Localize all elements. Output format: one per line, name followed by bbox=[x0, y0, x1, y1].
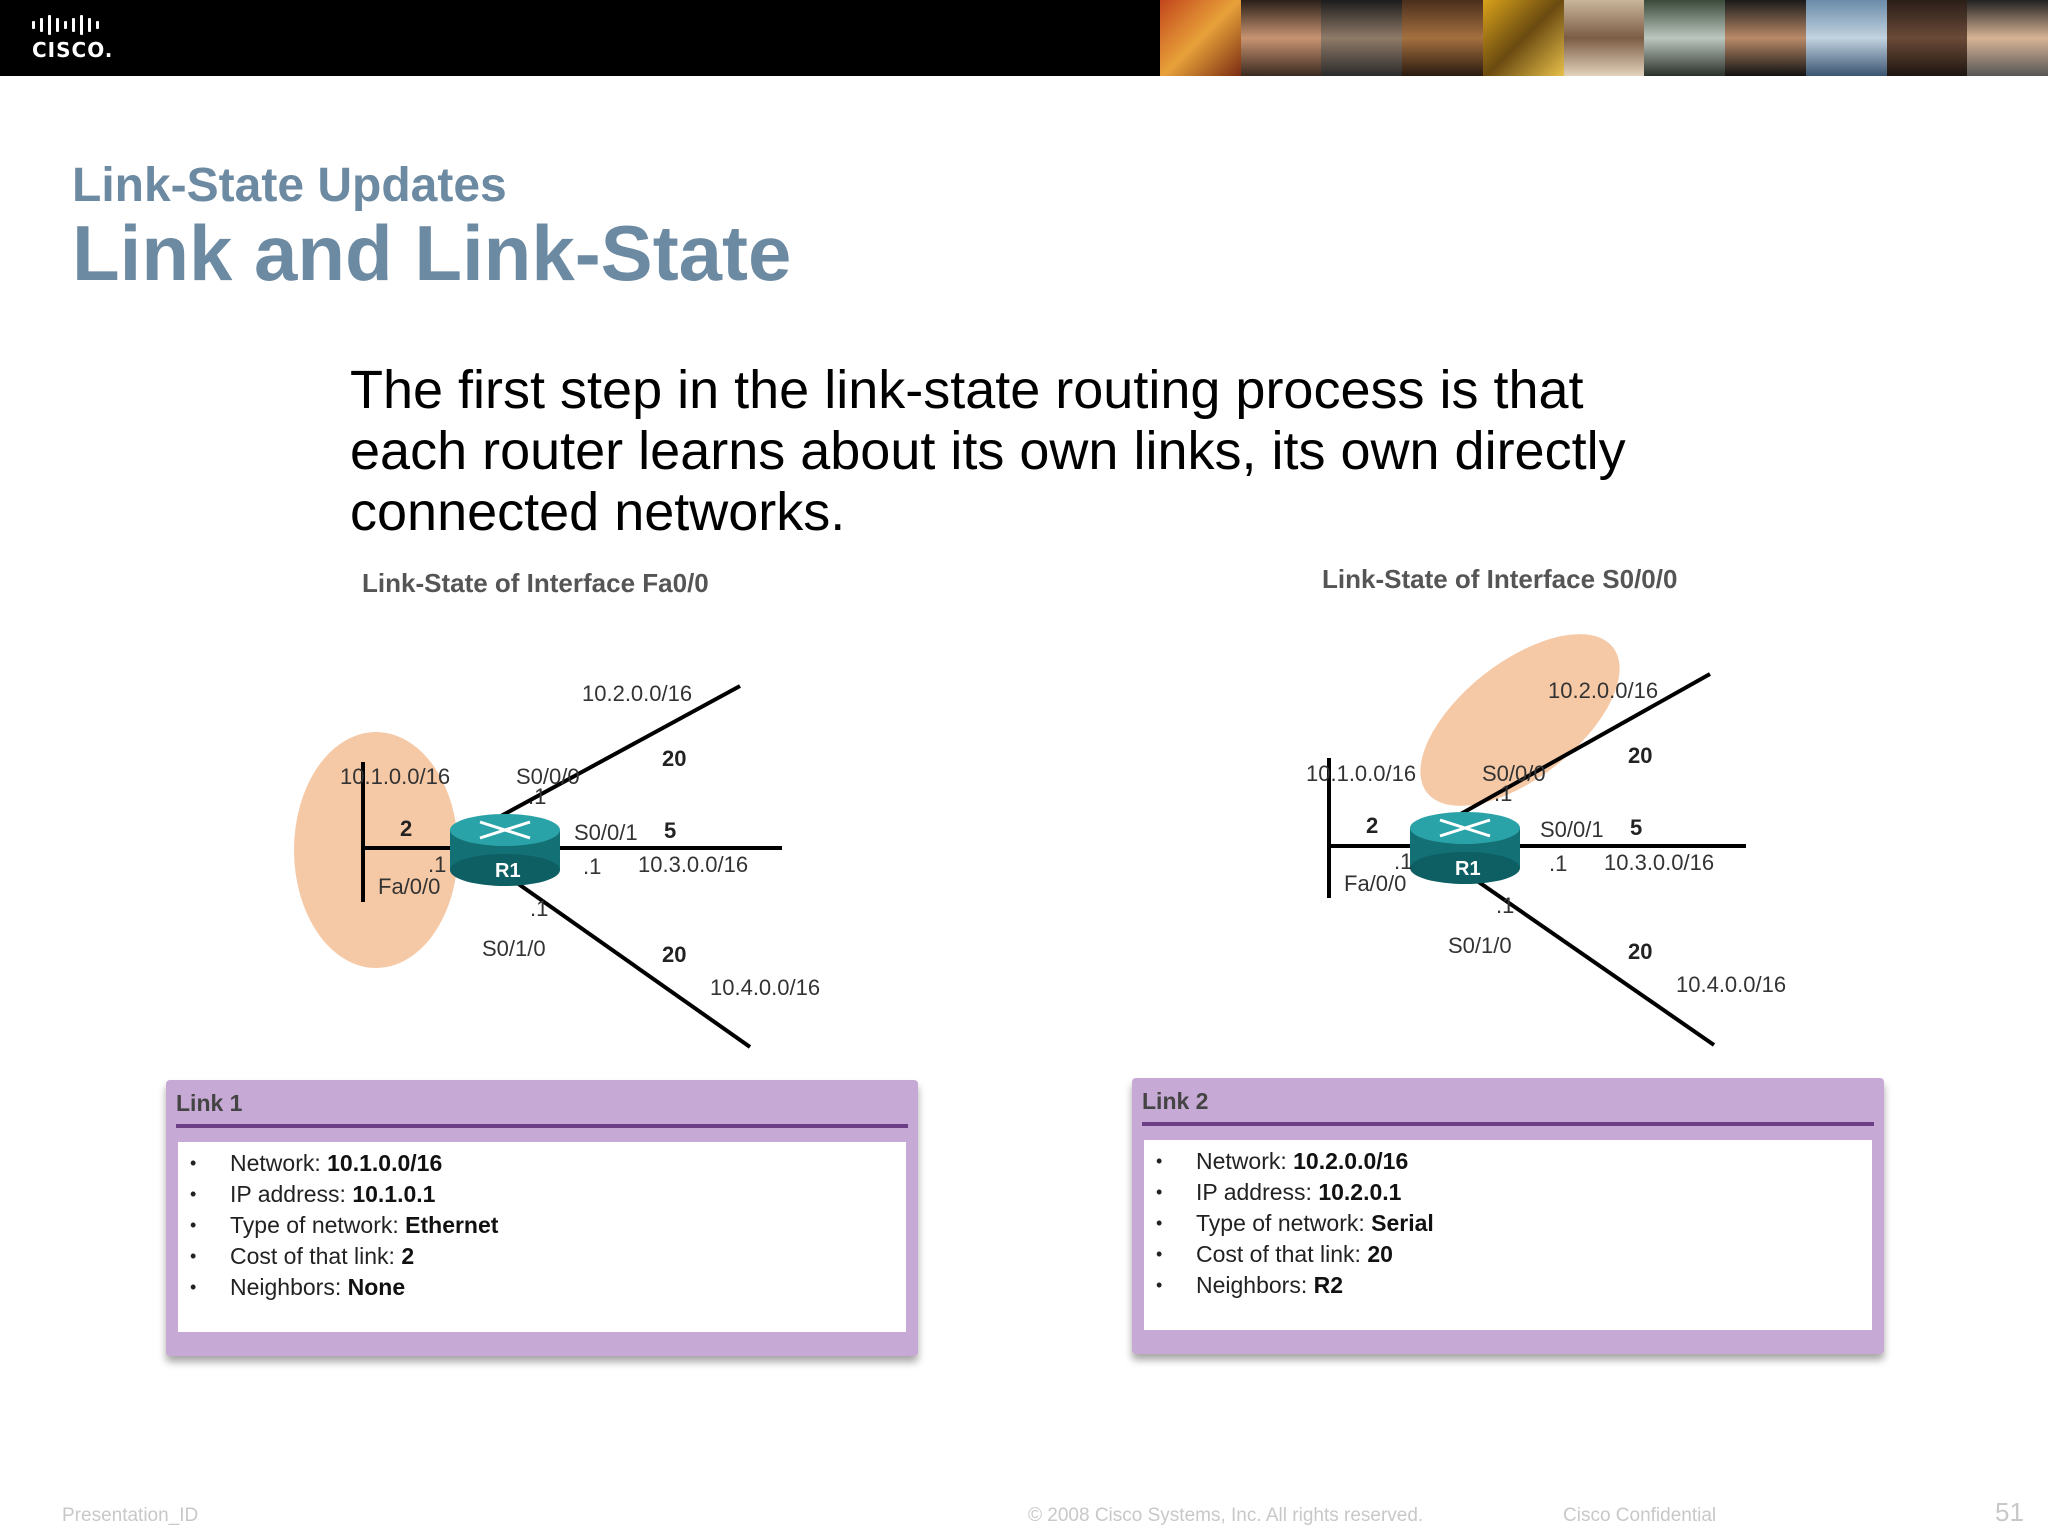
network-label-bottom: 10.4.0.0/16 bbox=[710, 975, 820, 1000]
interface-label-s001: S0/0/1 bbox=[1540, 817, 1604, 842]
link-info-box-2: Link 2 Network: 10.2.0.0/16 IP address: … bbox=[1132, 1078, 1884, 1354]
diagram-title: Link-State of Interface Fa0/0 bbox=[362, 568, 709, 598]
header-photo-strip bbox=[1160, 0, 2048, 76]
network-diagram-right: Link-State of Interface S0/0/0 R1 10.2.0… bbox=[1306, 564, 1786, 1047]
link-line-s000 bbox=[1449, 672, 1711, 822]
host-label-left: .1 bbox=[428, 852, 446, 877]
router-icon bbox=[450, 814, 560, 886]
interface-label-fa00: Fa/0/0 bbox=[378, 874, 440, 899]
footer-page-number: 51 bbox=[1995, 1497, 2024, 1527]
link-attribute-item: Type of network: Ethernet bbox=[178, 1210, 906, 1241]
interface-label-s000: S0/0/0 bbox=[516, 764, 580, 789]
link-attribute-item: IP address: 10.1.0.1 bbox=[178, 1179, 906, 1210]
cisco-logo: CISCO. bbox=[32, 14, 122, 64]
link-attribute-item: Cost of that link: 20 bbox=[1144, 1239, 1872, 1270]
link-attribute-item: Network: 10.1.0.0/16 bbox=[178, 1148, 906, 1179]
router-label: R1 bbox=[1455, 858, 1481, 880]
diagram-title: Link-State of Interface S0/0/0 bbox=[1322, 564, 1677, 594]
link-line-s010 bbox=[1468, 874, 1716, 1047]
highlight-ellipse bbox=[1420, 634, 1620, 806]
link-attribute-item: Type of network: Serial bbox=[1144, 1208, 1872, 1239]
link-line-s000 bbox=[489, 684, 741, 824]
network-label-bottom: 10.4.0.0/16 bbox=[1676, 972, 1786, 997]
cisco-logo-text: CISCO. bbox=[32, 38, 114, 62]
diagram-left: Link-State of Interface Fa0/0 R1 10.2.0.… bbox=[270, 560, 870, 1060]
cost-label-top: 20 bbox=[662, 746, 686, 771]
network-label-right: 10.3.0.0/16 bbox=[638, 852, 748, 877]
link-attribute-item: Neighbors: R2 bbox=[1144, 1270, 1872, 1301]
link-box-title: Link 1 bbox=[176, 1090, 243, 1116]
network-label-left: 10.1.0.0/16 bbox=[340, 764, 450, 789]
host-label-right: .1 bbox=[583, 854, 601, 879]
interface-label-s010: S0/1/0 bbox=[482, 936, 546, 961]
network-diagram-left: Link-State of Interface Fa0/0 R1 10.2.0.… bbox=[294, 568, 820, 1049]
host-label-bottom: .1 bbox=[530, 896, 548, 921]
cost-label-right: 5 bbox=[664, 818, 676, 843]
cost-label-top: 20 bbox=[1628, 743, 1652, 768]
network-label-top: 10.2.0.0/16 bbox=[582, 681, 692, 706]
link-info-box-1: Link 1 Network: 10.1.0.0/16 IP address: … bbox=[166, 1080, 918, 1356]
cost-label-bottom: 20 bbox=[1628, 939, 1652, 964]
footer-presentation-id: Presentation_ID bbox=[62, 1505, 199, 1526]
interface-label-s010: S0/1/0 bbox=[1448, 933, 1512, 958]
link-box-divider bbox=[176, 1124, 908, 1128]
link-attribute-list: Network: 10.2.0.0/16 IP address: 10.2.0.… bbox=[1144, 1140, 1872, 1301]
link-box-divider bbox=[1142, 1122, 1874, 1126]
cisco-logo-bars-icon bbox=[32, 14, 122, 36]
host-label-top: .1 bbox=[528, 784, 546, 809]
interface-label-s001: S0/0/1 bbox=[574, 820, 638, 845]
host-label-right: .1 bbox=[1549, 851, 1567, 876]
link-attribute-item: Cost of that link: 2 bbox=[178, 1241, 906, 1272]
link-attribute-item: Network: 10.2.0.0/16 bbox=[1144, 1146, 1872, 1177]
cost-label-bottom: 20 bbox=[662, 942, 686, 967]
link-attribute-item: Neighbors: None bbox=[178, 1272, 906, 1303]
network-label-top: 10.2.0.0/16 bbox=[1548, 678, 1658, 703]
interface-label-fa00: Fa/0/0 bbox=[1344, 871, 1406, 896]
slide-subtitle: Link-State Updates bbox=[72, 159, 507, 212]
cost-label-left: 2 bbox=[1366, 813, 1378, 838]
router-label: R1 bbox=[495, 860, 521, 882]
diagram-right: Link-State of Interface S0/0/0 R1 10.2.0… bbox=[1230, 560, 1830, 1060]
link-line-s010 bbox=[508, 876, 752, 1049]
footer-confidential: Cisco Confidential bbox=[1563, 1505, 1717, 1526]
footer-copyright: © 2008 Cisco Systems, Inc. All rights re… bbox=[1028, 1505, 1424, 1526]
link-attribute-item: IP address: 10.2.0.1 bbox=[1144, 1177, 1872, 1208]
slide-body-text: The first step in the link-state routing… bbox=[350, 360, 1626, 542]
router-icon bbox=[1410, 812, 1520, 884]
network-label-left: 10.1.0.0/16 bbox=[1306, 761, 1416, 786]
host-label-top: .1 bbox=[1494, 781, 1512, 806]
cost-label-left: 2 bbox=[400, 816, 412, 841]
host-label-left: .1 bbox=[1394, 849, 1412, 874]
slide-title: Link and Link-State bbox=[72, 209, 792, 297]
link-box-title: Link 2 bbox=[1142, 1088, 1209, 1114]
network-label-right: 10.3.0.0/16 bbox=[1604, 850, 1714, 875]
header-bar: CISCO. bbox=[0, 0, 2048, 76]
link-attribute-list: Network: 10.1.0.0/16 IP address: 10.1.0.… bbox=[178, 1142, 906, 1303]
link-box-content: Network: 10.1.0.0/16 IP address: 10.1.0.… bbox=[178, 1142, 906, 1332]
cost-label-right: 5 bbox=[1630, 815, 1642, 840]
host-label-bottom: .1 bbox=[1496, 893, 1514, 918]
interface-label-s000: S0/0/0 bbox=[1482, 761, 1546, 786]
link-box-content: Network: 10.2.0.0/16 IP address: 10.2.0.… bbox=[1144, 1140, 1872, 1330]
